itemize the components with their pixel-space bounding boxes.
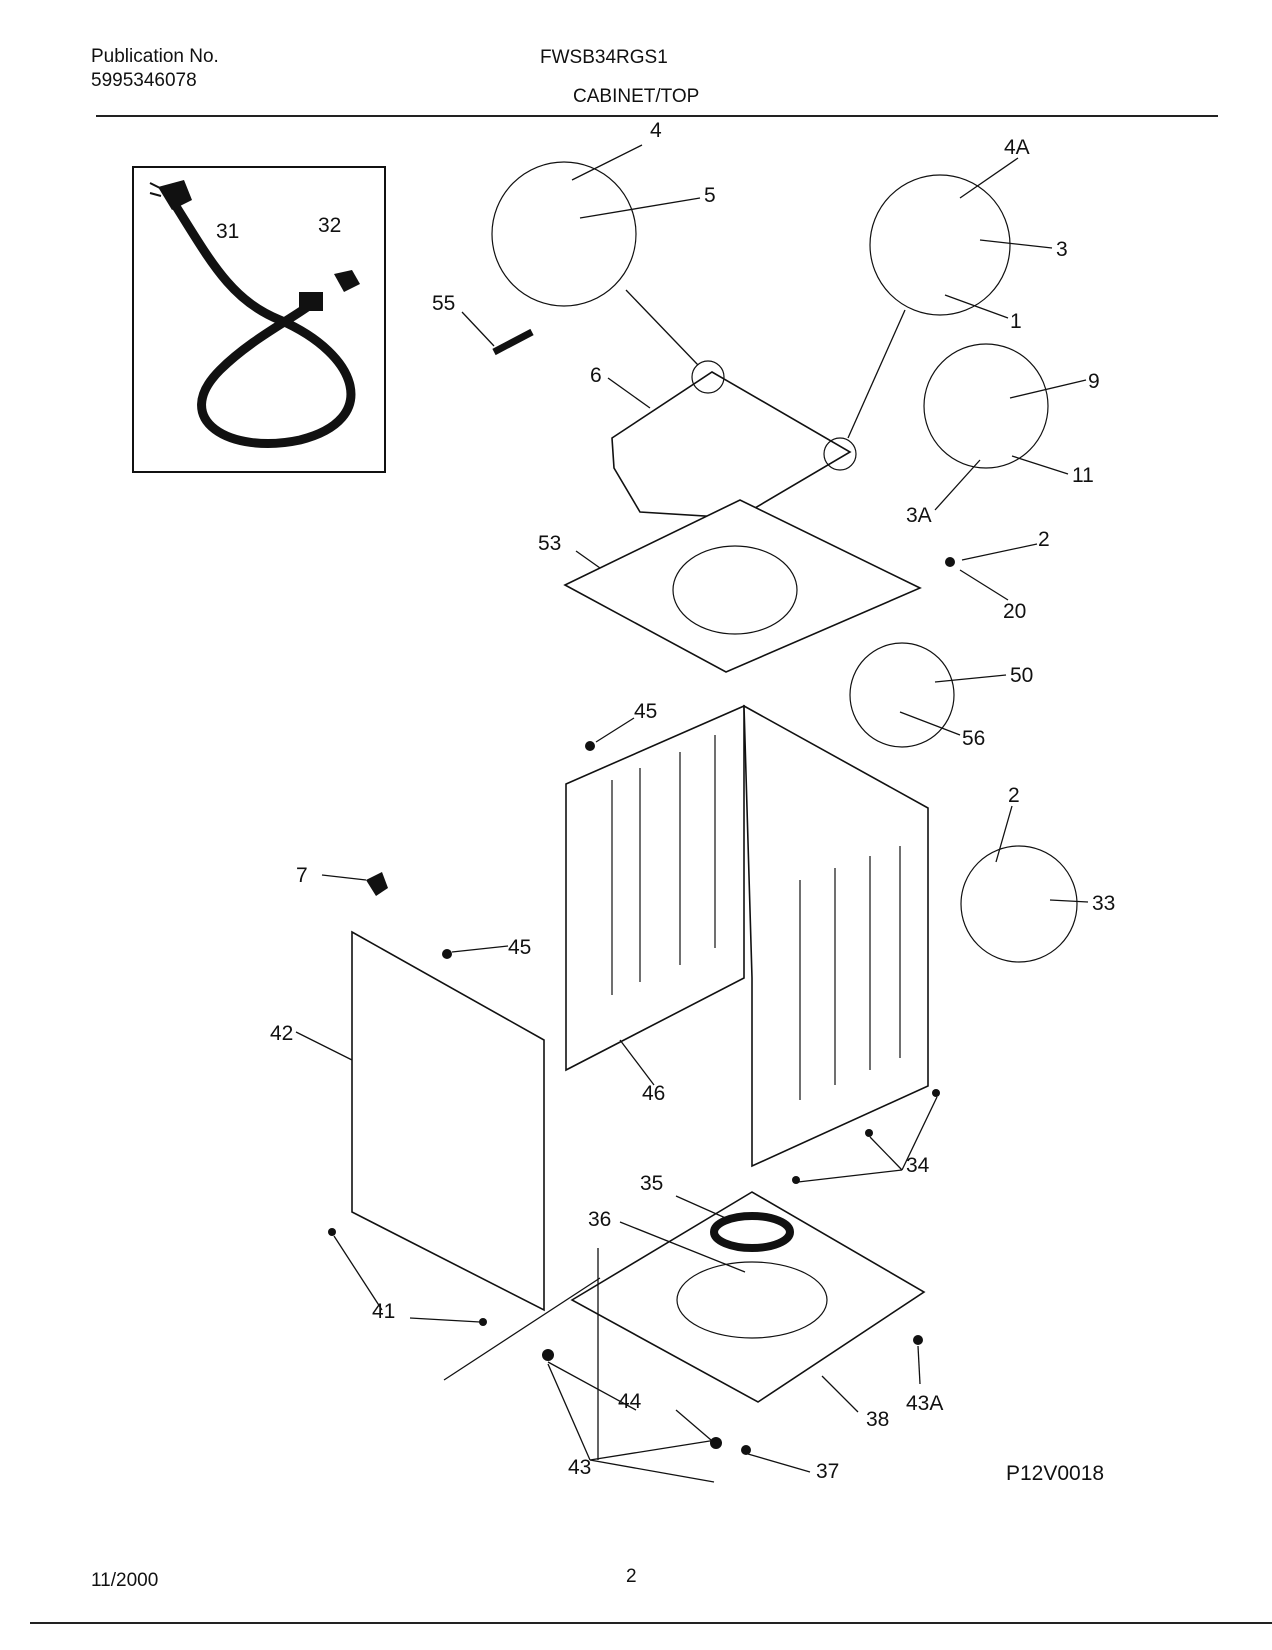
small-parts: [328, 328, 955, 1455]
callout-5: 5: [704, 184, 716, 207]
callout-45-top: 45: [634, 700, 657, 723]
callout-32: 32: [318, 214, 341, 237]
callouts: 4 4A 5 3 1 9 11 3A 55 6 31 32 53 2 20 50…: [216, 119, 1115, 1483]
callout-46: 46: [642, 1082, 665, 1105]
publication-label: Publication No.: [91, 46, 219, 67]
rear-panel: [351, 930, 545, 1312]
callout-2-top: 2: [1038, 528, 1050, 551]
callout-35: 35: [640, 1172, 663, 1195]
callout-37: 37: [816, 1460, 839, 1483]
callout-4a: 4A: [1004, 136, 1030, 159]
callout-41: 41: [372, 1300, 395, 1323]
callout-3: 3: [1056, 238, 1068, 261]
detail-circle-bracket: [923, 343, 1049, 469]
diagram-code: P12V0018: [1006, 1462, 1104, 1485]
callout-1: 1: [1010, 310, 1022, 333]
callout-50: 50: [1010, 664, 1033, 687]
callout-53: 53: [538, 532, 561, 555]
callout-31: 31: [216, 220, 239, 243]
base-frame: [570, 1191, 926, 1403]
callout-2-side: 2: [1008, 784, 1020, 807]
leader-lines: [295, 144, 1089, 1483]
callout-43a: 43A: [906, 1392, 943, 1415]
footer-date: 11/2000: [91, 1570, 159, 1591]
callout-20: 20: [1003, 600, 1026, 623]
callout-56: 56: [962, 727, 985, 750]
detail-circle-hinge-left: [491, 161, 637, 307]
section-title: CABINET/TOP: [573, 86, 700, 107]
callout-43: 43: [568, 1456, 591, 1479]
model-number: FWSB34RGS1: [540, 47, 668, 68]
detail-circle-latch: [960, 845, 1078, 963]
base-hub: [676, 1261, 828, 1339]
callout-45-rear: 45: [508, 936, 531, 959]
callout-42: 42: [270, 1022, 293, 1045]
footer-rule: [30, 1622, 1272, 1624]
detail-circle-switch: [849, 642, 955, 748]
cabinet-top: [563, 499, 922, 673]
lid-hinge-marker-a: [691, 360, 725, 394]
callout-44: 44: [618, 1390, 642, 1413]
callout-38: 38: [866, 1408, 889, 1431]
callout-34: 34: [906, 1154, 930, 1177]
footer-page-number: 2: [626, 1566, 637, 1587]
callout-4: 4: [650, 119, 662, 142]
publication-number: 5995346078: [91, 70, 197, 91]
callout-11: 11: [1072, 464, 1094, 487]
lid-hinge-marker-b: [823, 437, 857, 471]
cabinet-front-panel: [565, 704, 745, 1072]
callout-55: 55: [432, 292, 455, 315]
cabinet-top-opening: [672, 545, 798, 635]
callout-9: 9: [1088, 370, 1100, 393]
callout-3a: 3A: [906, 504, 932, 527]
callout-6: 6: [590, 364, 602, 387]
callout-7: 7: [296, 864, 308, 887]
power-cord-inset: [132, 166, 386, 473]
callout-33: 33: [1092, 892, 1115, 915]
cabinet-side-panel: [743, 704, 929, 1168]
lid-panel: [611, 371, 852, 519]
callout-36: 36: [588, 1208, 611, 1231]
detail-circle-hinge-right: [869, 174, 1011, 316]
header-rule: [96, 115, 1218, 117]
base-ring: [710, 1212, 794, 1252]
